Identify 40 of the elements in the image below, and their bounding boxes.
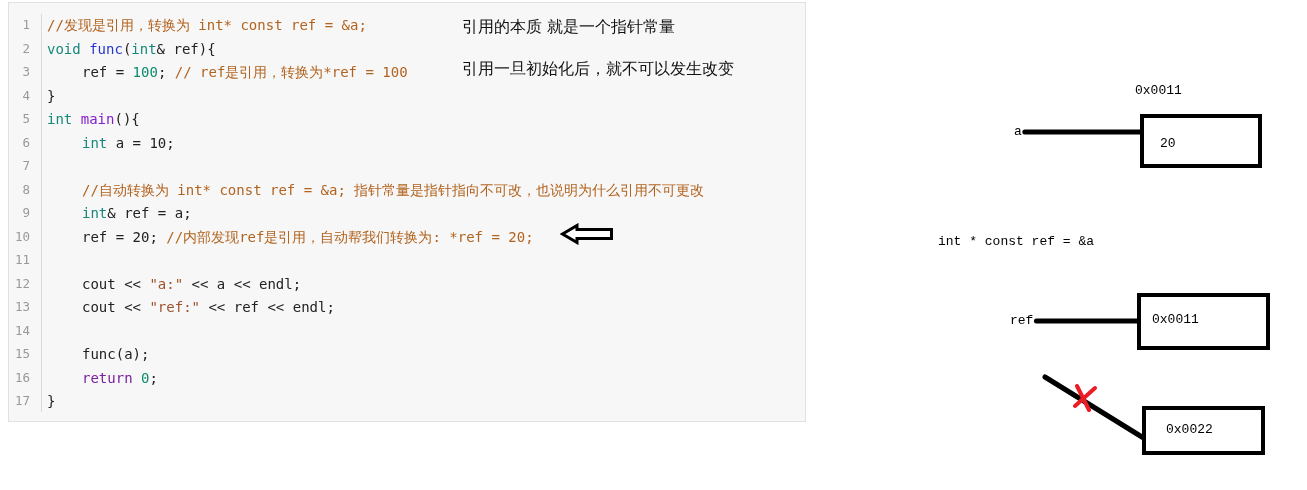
code-line: return 0; [82,368,158,387]
code-line: } [47,86,56,105]
line-number: 8 [21,180,30,199]
line-number: 12 [13,274,30,293]
variable-name: a [1014,124,1022,140]
code-line: //发现是引用，转换为 int* const ref = &a; [47,16,367,34]
line-number: 1 [21,16,30,34]
line-number: 16 [13,368,30,387]
code-line: func(a); [82,345,150,363]
line-number: 17 [13,392,30,410]
code-line: int& ref = a; [82,204,192,222]
code-line: ref = 20; //内部发现ref是引用，自动帮我们转换为: *ref = 20; [82,227,534,246]
code-line: cout << "a:" << a << endl; [82,274,302,293]
line-number: 11 [13,251,30,269]
code-line: } [47,392,56,410]
code-line: void func(int& ref){ [47,39,216,58]
memory-cell: 0x0022 [1142,406,1265,455]
note-text: 引用的本质 就是一个指针常量 [462,17,676,37]
line-number: 7 [21,157,30,175]
variable-name: ref [1010,313,1034,329]
code-line: ref = 100; // ref是引用，转换为*ref = 100 [82,63,408,81]
line-number: 6 [21,133,30,152]
address-label: 0x0011 [1135,83,1182,99]
line-number: 9 [21,204,30,222]
code-line: //自动转换为 int* const ref = &a; 指针常量是指针指向不可改，也说明为什么引用不可更改 [82,180,705,199]
line-number: 4 [21,86,30,105]
line-number: 3 [21,63,30,81]
memory-cell: 20 [1140,114,1262,168]
memory-cell: 0x0011 [1137,293,1270,350]
line-number: 5 [21,110,30,128]
code-line: int a = 10; [82,133,175,152]
code-annotation: int * const ref = &a [938,234,1095,250]
line-number: 2 [21,39,30,58]
code-line: cout << "ref:" << ref << endl; [82,298,335,316]
code-line: int main(){ [47,110,140,128]
note-text: 引用一旦初始化后，就不可以发生改变 [462,59,734,79]
line-number: 10 [13,227,30,246]
line-number: 15 [13,345,30,363]
line-number: 14 [13,321,30,340]
line-number: 13 [13,298,30,316]
